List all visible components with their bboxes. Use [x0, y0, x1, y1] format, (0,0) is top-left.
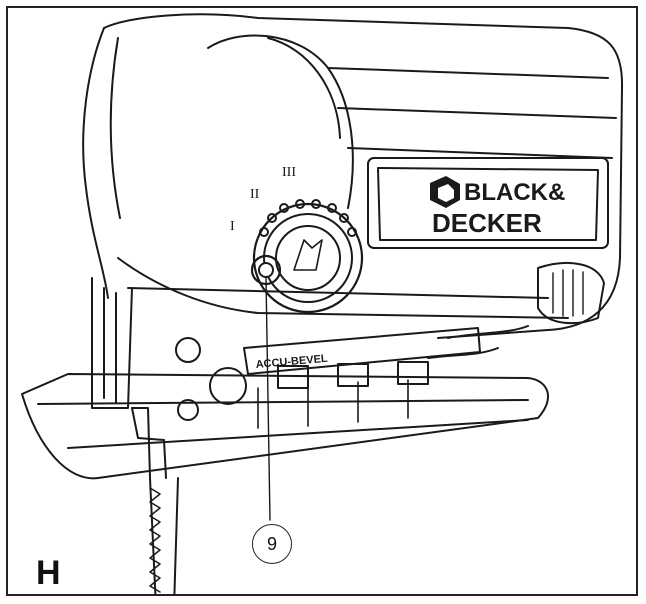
figure-letter: H	[36, 554, 61, 592]
speed-mark-3: III	[282, 165, 296, 180]
jigsaw-illustration: I II III BLACK& DECKER ACCU-BEVEL	[21, 13, 624, 594]
brand-line-2: DECKER	[432, 208, 542, 238]
figure-frame: I II III BLACK& DECKER ACCU-BEVEL H 9	[6, 6, 638, 596]
callout-number-9: 9	[252, 524, 292, 564]
brand-line-1: BLACK&	[464, 179, 565, 206]
speed-mark-2: II	[250, 187, 260, 202]
black-decker-hexagon-icon	[430, 176, 460, 208]
speed-mark-1: I	[230, 219, 235, 234]
